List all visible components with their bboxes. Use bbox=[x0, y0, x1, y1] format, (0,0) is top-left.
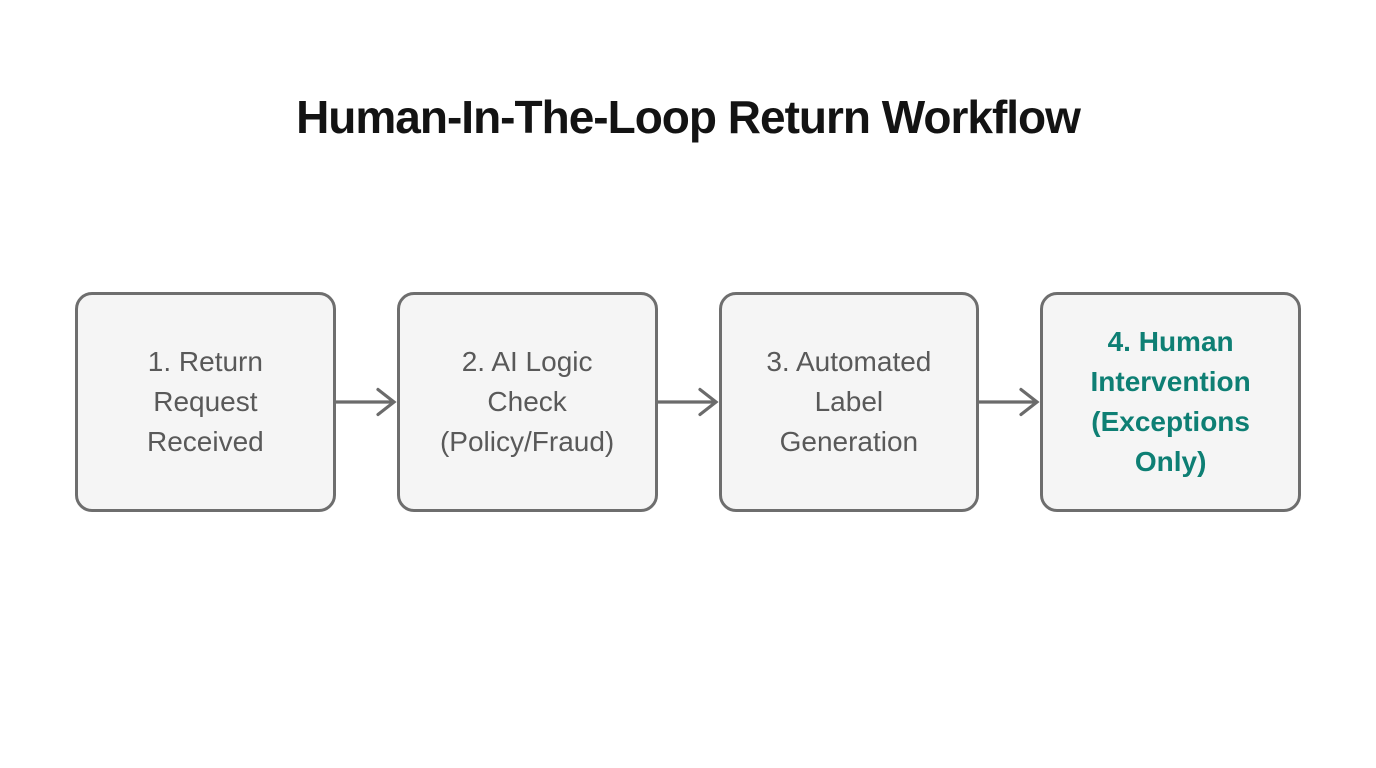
connector bbox=[335, 382, 397, 422]
flow-step-label: 4. Human Intervention (Exceptions Only) bbox=[1090, 326, 1251, 477]
arrow-right-icon bbox=[979, 387, 1040, 417]
flow-step-label: 3. Automated Label Generation bbox=[766, 346, 932, 457]
flow-step-label: 2. AI Logic Check (Policy/Fraud) bbox=[439, 346, 615, 457]
connector bbox=[657, 382, 719, 422]
flow-step-ai-logic-check: 2. AI Logic Check (Policy/Fraud) bbox=[396, 292, 658, 512]
connector bbox=[979, 382, 1040, 422]
flow-step-human-intervention: 4. Human Intervention (Exceptions Only) bbox=[1040, 292, 1301, 512]
flow-step-return-request-received: 1. Return Request Received bbox=[75, 292, 336, 512]
arrow-right-icon bbox=[335, 387, 397, 417]
diagram-title: Human-In-The-Loop Return Workflow bbox=[296, 91, 1081, 143]
arrow-right-icon bbox=[657, 387, 719, 417]
flow-step-label: 1. Return Request Received bbox=[147, 346, 264, 457]
workflow-row: 1. Return Request Received 2. AI Logic C… bbox=[75, 292, 1301, 512]
flow-step-automated-label-generation: 3. Automated Label Generation bbox=[718, 292, 980, 512]
